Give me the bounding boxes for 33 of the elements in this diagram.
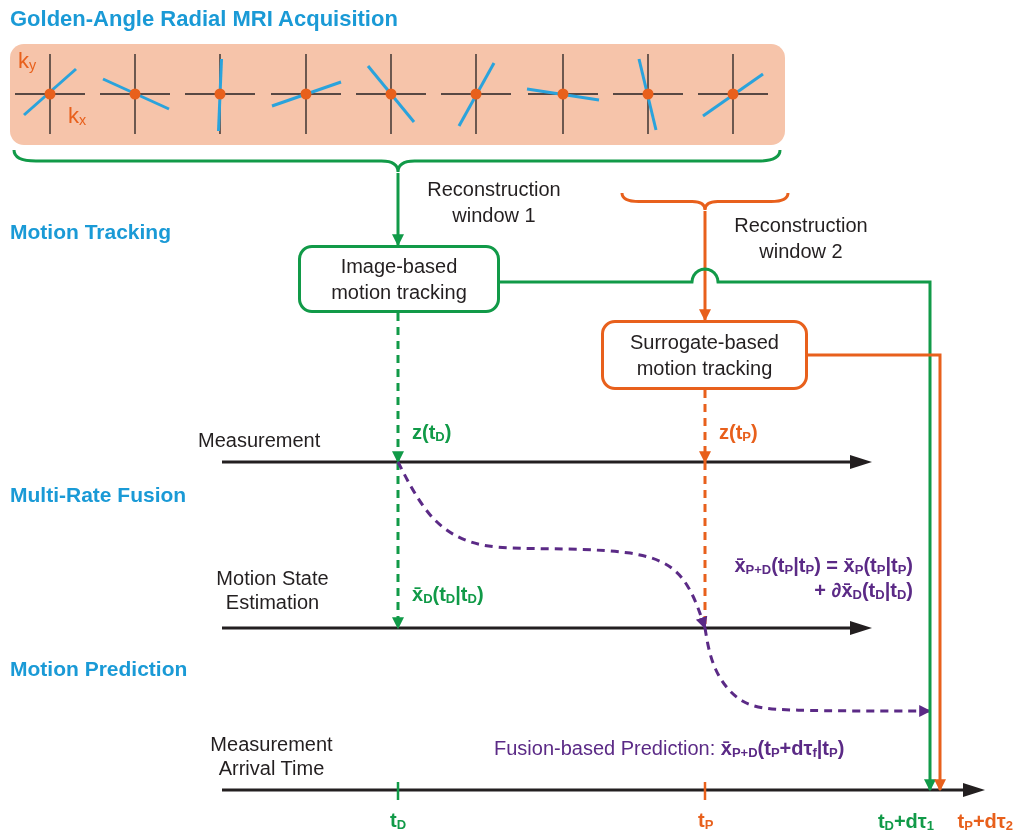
box-label: Image-based motion tracking	[330, 254, 468, 305]
tick-label: t$_{D}$	[390, 808, 407, 833]
dashed-arrow	[699, 390, 711, 464]
process-box	[298, 245, 500, 313]
section-heading: Multi-Rate Fusion	[10, 482, 187, 508]
axis-label: Measurement	[198, 428, 321, 452]
axis-label: Fusion-based Prediction: x̄$_{P+D}$(t$_{P}$+dτ$_{f}$|t$_{P}$)	[494, 736, 845, 761]
arrow	[392, 173, 404, 247]
arrow	[500, 267, 936, 792]
section-heading: Motion Tracking	[10, 219, 171, 245]
dashed-arrow	[392, 313, 404, 464]
dashed-arrow	[703, 626, 932, 717]
formula-label: z(t$_{D}$)	[412, 420, 452, 446]
process-box	[601, 320, 808, 390]
tick-label: t$_{D}$+dτ$_{1}$	[877, 809, 934, 834]
axis-label: k$_{y}$	[18, 49, 37, 74]
acquisition-panel	[10, 44, 785, 145]
box-label: Surrogate-based motion tracking	[629, 330, 780, 381]
formula-label: x̄$_{P+D}$(t$_{P}$|t$_{P}$) = x̄$_{P}$(t$_{P}$|t$_{P}$)	[734, 553, 913, 579]
axis-label: k$_{x}$	[68, 104, 87, 129]
axis-label: Measurement Arrival Time	[209, 732, 334, 780]
dashed-arrow	[392, 462, 404, 630]
formula-label: z(t$_{P}$)	[719, 420, 758, 446]
tick-label: t$_{P}$	[698, 808, 714, 833]
formula-label: x̄$_{D}$(t$_{D}$|t$_{D}$)	[412, 582, 484, 608]
arrow	[699, 211, 711, 322]
axis-label: Motion State Estimation	[215, 566, 330, 614]
arrow	[808, 353, 946, 792]
formula-label: + ∂x̄$_{D}$(t$_{D}$|t$_{D}$)	[814, 578, 913, 604]
dashed-arrow	[396, 461, 708, 630]
tick-label: t$_{P}$+dτ$_{2}$	[957, 809, 1013, 834]
title: Golden-Angle Radial MRI Acquisition	[10, 6, 398, 33]
section-heading: Motion Prediction	[10, 656, 188, 682]
